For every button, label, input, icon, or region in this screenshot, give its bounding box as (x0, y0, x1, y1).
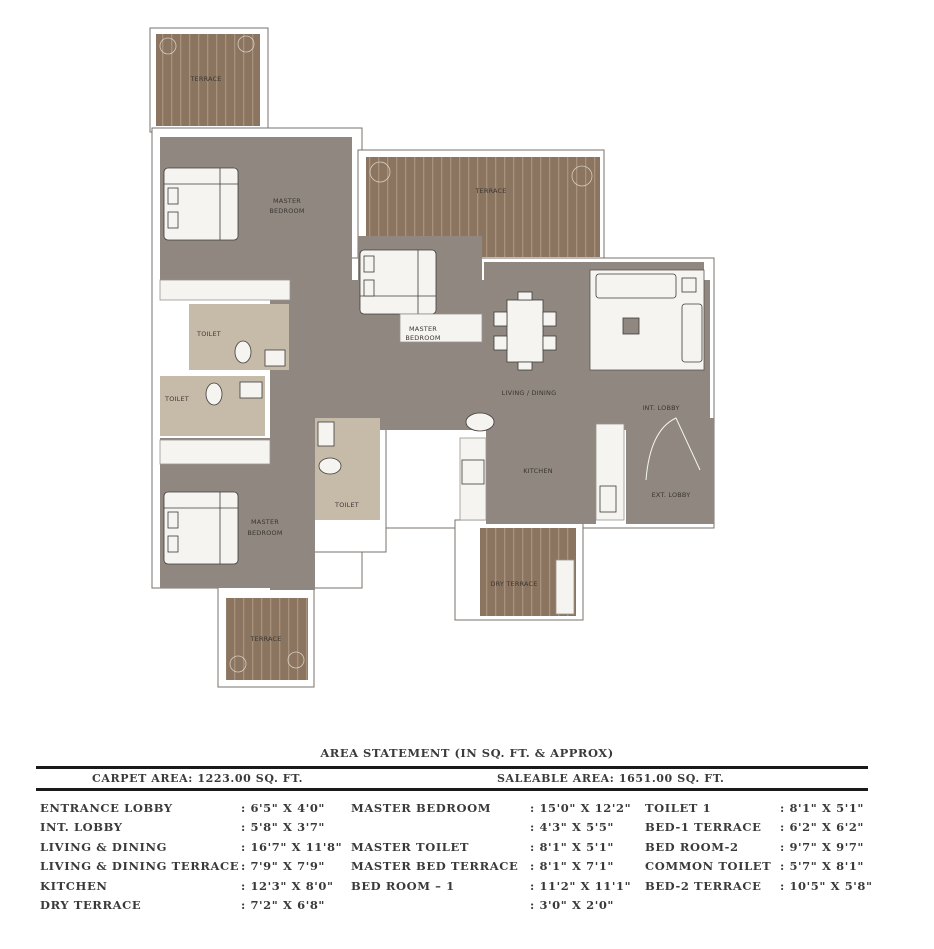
svg-text:BEDROOM: BEDROOM (247, 529, 282, 537)
room-name: LIVING & DINING (40, 840, 168, 854)
svg-text:TERRACE: TERRACE (189, 75, 221, 83)
svg-text:MASTER: MASTER (251, 518, 279, 526)
wash-basin-icon (465, 412, 495, 432)
wardrobe (399, 313, 483, 343)
wc-icon (234, 340, 252, 364)
divider (36, 788, 868, 791)
room-name: BED ROOM – 1 (351, 879, 455, 893)
ext-lobby-floor (626, 418, 714, 524)
wardrobe (159, 439, 271, 465)
bed-icon (163, 167, 239, 241)
terrace-bottom (226, 598, 308, 680)
room-name: COMMON TOILET (645, 859, 772, 873)
room-dimension: : 5'7" X 8'1" (780, 859, 865, 873)
room-name: MASTER BEDROOM (351, 801, 492, 815)
room-name: LIVING & DINING TERRACE (40, 859, 240, 873)
sink-icon (599, 485, 617, 513)
room-dimension: : 15'0" X 12'2" (530, 801, 632, 815)
area-statement-title: AREA STATEMENT (IN SQ. FT. & APPROX) (320, 746, 614, 760)
passage-floor (270, 400, 315, 590)
svg-text:BEDROOM: BEDROOM (405, 334, 440, 342)
door-swing-icon (645, 417, 701, 481)
wc-icon (205, 382, 223, 406)
room-dimension: : 6'2" X 6'2" (780, 820, 865, 834)
room-name: BED-2 TERRACE (645, 879, 762, 893)
svg-text:KITCHEN: KITCHEN (523, 467, 553, 475)
room-name: BED ROOM-2 (645, 840, 739, 854)
svg-text:LIVING / DINING: LIVING / DINING (502, 389, 557, 397)
room-dimension: : 5'8" X 3'7" (241, 820, 326, 834)
room-dimension: : 8'1" X 7'1" (530, 859, 615, 873)
kitchen-floor (486, 420, 596, 524)
svg-text:INT. LOBBY: INT. LOBBY (642, 404, 679, 412)
svg-text:EXT. LOBBY: EXT. LOBBY (652, 491, 691, 499)
svg-text:MASTER: MASTER (409, 325, 437, 333)
dining-table-icon (506, 299, 544, 363)
room-dimension: : 7'2" X 6'8" (241, 898, 326, 912)
plant-icons (159, 35, 593, 673)
room-dimension: : 10'5" X 5'8" (780, 879, 873, 893)
room-name: DRY TERRACE (40, 898, 142, 912)
room-dimension: : 12'3" X 8'0" (241, 879, 334, 893)
room-name: BED-1 TERRACE (645, 820, 762, 834)
room-name: KITCHEN (40, 879, 108, 893)
svg-text:TERRACE: TERRACE (474, 187, 506, 195)
room-dimension: : 16'7" X 11'8" (241, 840, 343, 854)
utility-counter (555, 559, 575, 615)
wardrobe (159, 279, 291, 301)
wc-icon (318, 457, 342, 475)
floor-plan: TERRACE MASTER BEDROOM TERRACE MASTER BE… (149, 27, 715, 688)
bed-icon (163, 491, 239, 565)
room-dimension: : 11'2" X 11'1" (530, 879, 632, 893)
stove-icon (461, 459, 485, 485)
room-name: TOILET 1 (645, 801, 712, 815)
room-name: ENTRANCE LOBBY (40, 801, 173, 815)
carpet-area: CARPET AREA: 1223.00 SQ. FT. (92, 772, 304, 785)
svg-text:TOILET: TOILET (334, 501, 359, 509)
room-name: MASTER BED TERRACE (351, 859, 519, 873)
svg-text:MASTER: MASTER (273, 197, 301, 205)
room-name: MASTER TOILET (351, 840, 470, 854)
basin-icon (317, 421, 335, 447)
svg-text:DRY TERRACE: DRY TERRACE (490, 580, 537, 588)
room-name: INT. LOBBY (40, 820, 123, 834)
room-dimension: : 6'5" X 4'0" (241, 801, 326, 815)
room-dimension: : 3'0" X 2'0" (530, 898, 615, 912)
room-dimension: : 9'7" X 9'7" (780, 840, 865, 854)
room-dimension: : 8'1" X 5'1" (530, 840, 615, 854)
svg-text:BEDROOM: BEDROOM (269, 207, 304, 215)
svg-text:TOILET: TOILET (164, 395, 189, 403)
room-labels: TERRACE MASTER BEDROOM TERRACE MASTER BE… (164, 75, 690, 643)
room-dimension: : 4'3" X 5'5" (530, 820, 615, 834)
furniture (159, 167, 705, 615)
basin-icon (239, 381, 263, 399)
svg-text:TOILET: TOILET (196, 330, 221, 338)
saleable-area: SALEABLE AREA: 1651.00 SQ. FT. (497, 772, 725, 785)
basin-icon (264, 349, 286, 367)
room-dimension: : 7'9" X 7'9" (241, 859, 326, 873)
divider (36, 766, 868, 769)
room-dimension: : 8'1" X 5'1" (780, 801, 865, 815)
terrace-top-left (156, 34, 260, 126)
svg-text:TERRACE: TERRACE (249, 635, 281, 643)
bed-icon (359, 249, 437, 315)
